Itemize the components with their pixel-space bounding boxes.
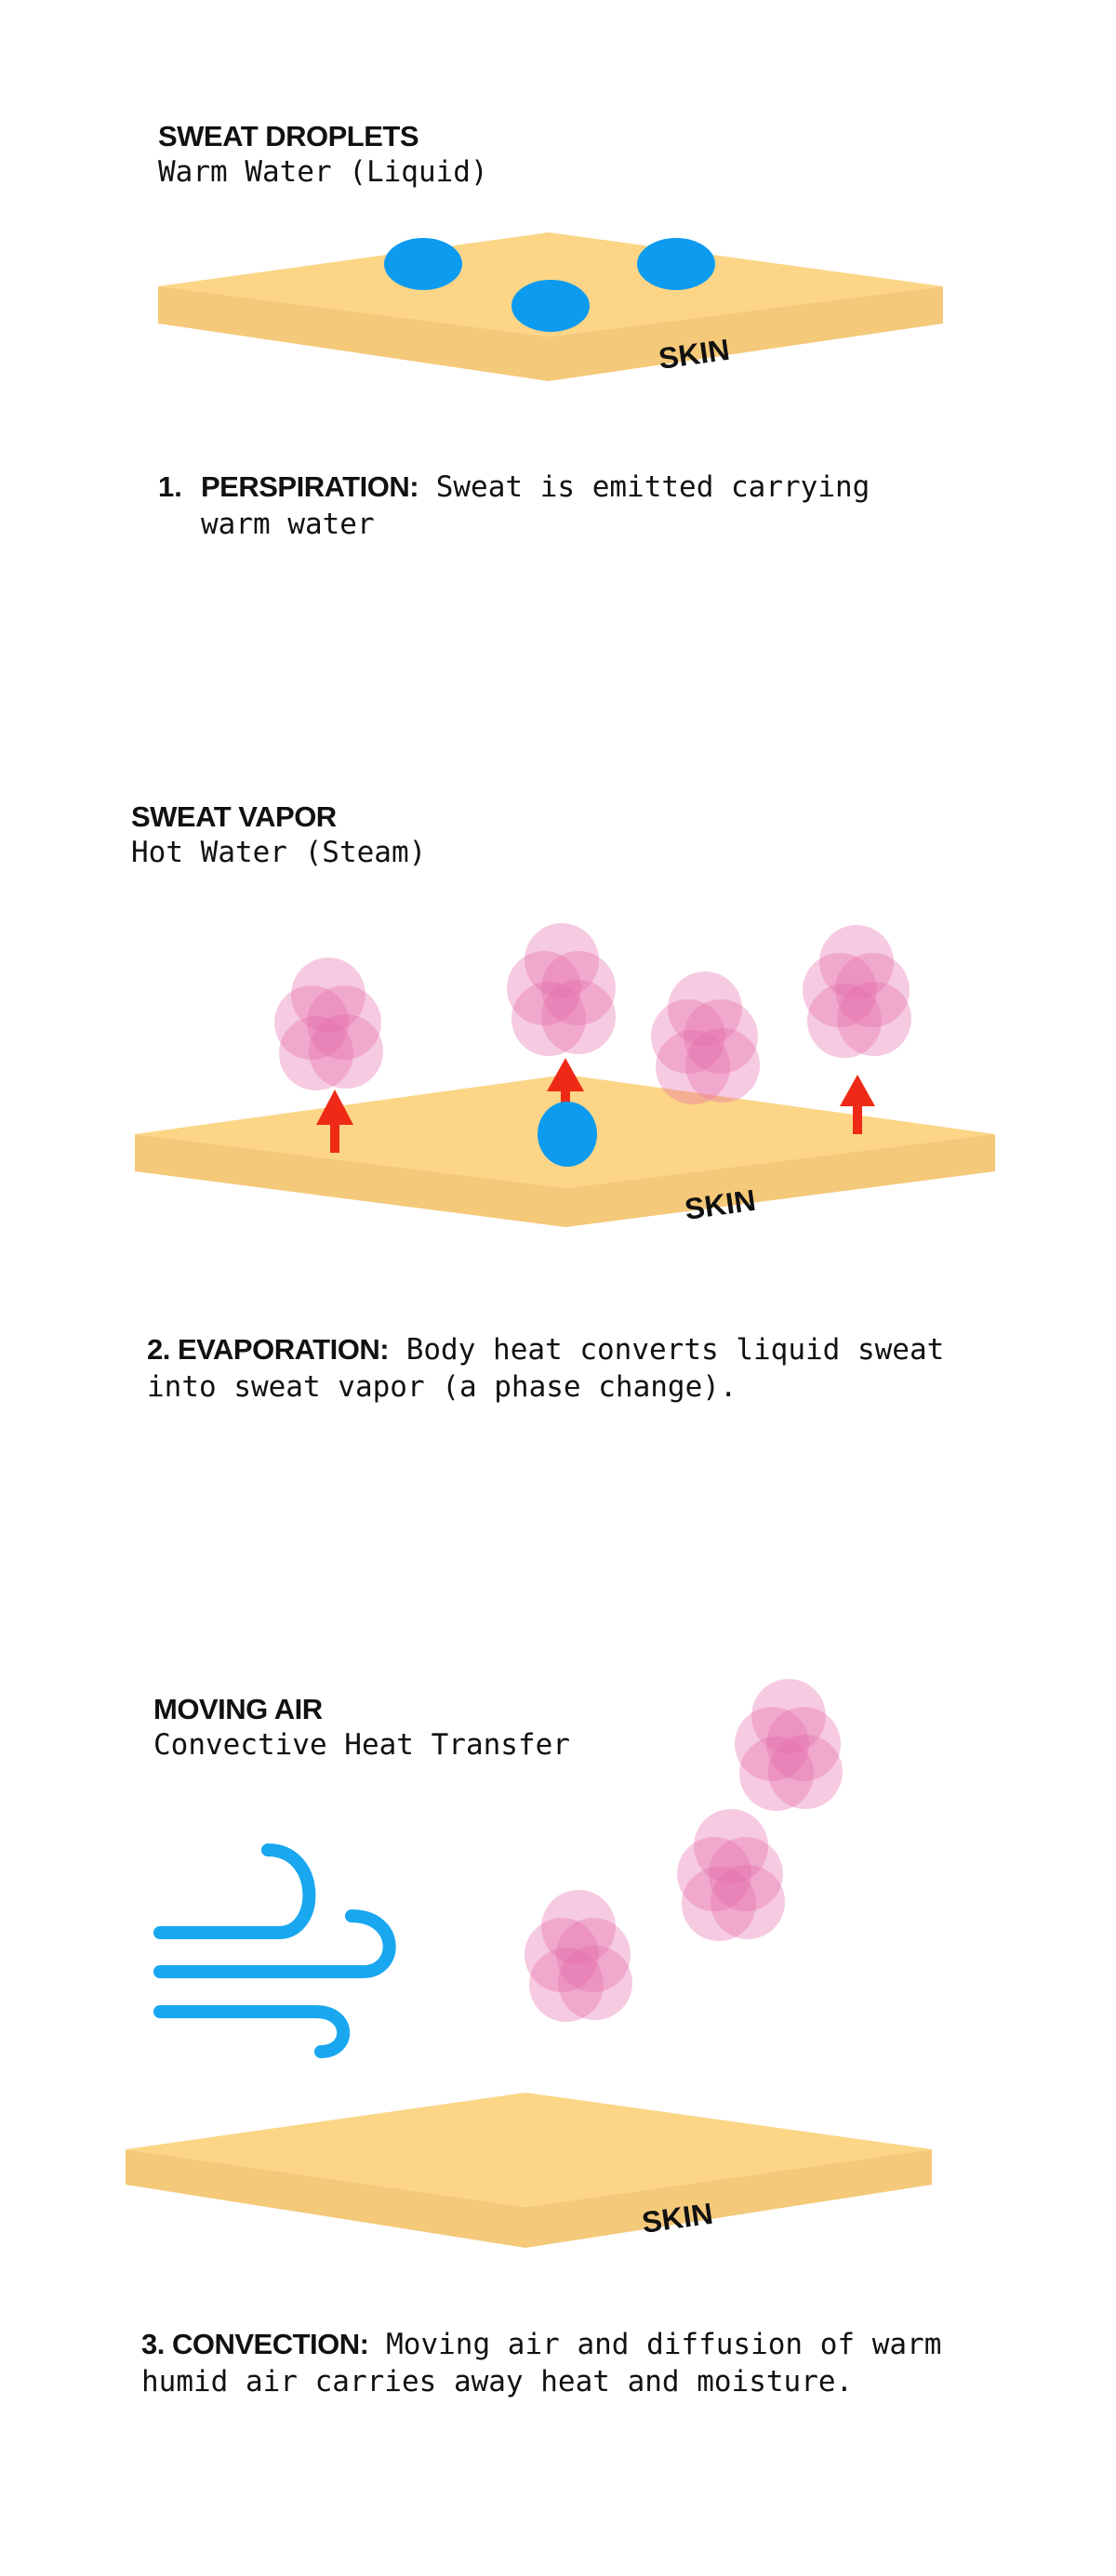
sweat-droplet-icon [512, 280, 590, 332]
panel-title: SWEAT VAPOR [131, 800, 337, 833]
step-description: Body heat converts liquid sweat into swe… [147, 1333, 945, 1404]
panel-evaporation: SKIN SWEAT VAPOR Hot Water (Stea [0, 762, 1116, 1655]
wind-icon [153, 1843, 396, 2058]
step-caption: 1. PERSPIRATION: Sweat is emitted carryi… [158, 469, 939, 543]
sweat-droplet-icon [637, 238, 715, 290]
up-arrow-icon [316, 1090, 353, 1153]
panel-label: SWEAT VAPOR Hot Water (Steam) [131, 799, 426, 870]
evaporation-illustration: SKIN [135, 923, 995, 1227]
step-lead: 3. CONVECTION: [141, 2328, 369, 2360]
step-description: Moving air and diffusion of warm humid a… [141, 2328, 942, 2398]
step-lead: PERSPIRATION: [201, 470, 419, 503]
skin-slab-side [126, 2149, 932, 2248]
skin-slab-top [126, 2093, 932, 2207]
panel-convection: SKIN MOVING AIR Convective Heat Transfer… [0, 1655, 1116, 2576]
vapor-cloud-icon [274, 958, 383, 1090]
panel-label: SWEAT DROPLETS Warm Water (Liquid) [158, 119, 488, 190]
vapor-cloud-icon [803, 925, 911, 1058]
sweat-droplet-icon [384, 238, 462, 290]
vapor-cloud-icon [525, 1890, 632, 2022]
panel-perspiration: SKIN SWEAT DROPLETS Warm Water (Liquid) … [0, 0, 1116, 762]
vapor-cloud-icon [651, 971, 760, 1104]
panel-subtitle: Convective Heat Transfer [153, 1728, 570, 1762]
sweat-droplets [384, 238, 715, 332]
perspiration-illustration: SKIN [158, 232, 943, 381]
up-arrow-icon [840, 1075, 875, 1134]
step-caption: 3. CONVECTION: Moving air and diffusion … [141, 2326, 960, 2400]
step-lead: 2. EVAPORATION: [147, 1333, 390, 1366]
step-number: 1. [158, 470, 182, 503]
sweat-droplet-icon [538, 1102, 597, 1167]
skin-slab [126, 2093, 932, 2248]
panel-subtitle: Warm Water (Liquid) [158, 155, 488, 189]
panel-subtitle: Hot Water (Steam) [131, 836, 427, 869]
step-description: Sweat is emitted carrying warm water [201, 470, 870, 541]
vapor-cloud-icon [735, 1679, 843, 1811]
step-caption: 2. EVAPORATION: Body heat converts liqui… [147, 1331, 965, 1406]
panel-title: MOVING AIR [153, 1693, 323, 1725]
up-arrow-icon [547, 1058, 584, 1114]
convection-illustration: SKIN [126, 1679, 932, 2248]
skin-slab-side [158, 286, 943, 381]
step-text: PERSPIRATION: Sweat is emitted carrying … [201, 469, 939, 543]
panel-label: MOVING AIR Convective Heat Transfer [153, 1692, 570, 1763]
vapor-cloud-icon [507, 923, 616, 1056]
vapor-cloud-icon [677, 1809, 785, 1941]
panel-title: SWEAT DROPLETS [158, 120, 419, 152]
skin-slab-side [135, 1134, 995, 1227]
